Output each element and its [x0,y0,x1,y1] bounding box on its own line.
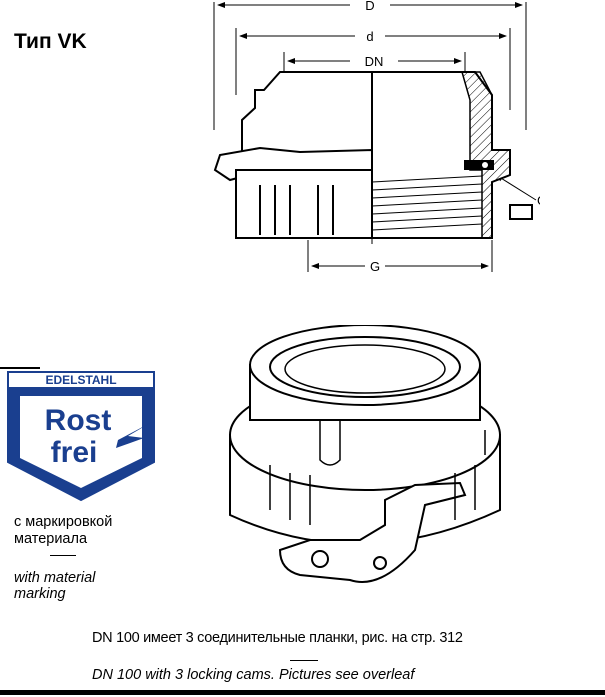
dim-label-D: D [365,0,374,13]
badge-frei: frei [51,436,98,469]
ribs [259,185,334,235]
badge-rost: Rost [45,404,112,437]
material-note-ru: с маркировкой материала [14,514,112,548]
caption-en: DN 100 with 3 locking cams. Pictures see… [92,667,415,683]
grip-tab [509,204,533,220]
bottom-rule [0,690,605,695]
badge-rule [0,367,40,369]
material-note-ru-line2: материала [14,531,88,547]
thread-lines [371,175,483,231]
caption-ru: DN 100 имеет 3 соединительные планки, ри… [92,630,463,646]
dim-label-G: G [370,259,380,274]
dim-label-GD: GD [537,193,540,208]
dimension-lines [213,2,537,272]
section-drawing: D d DN GD G [213,0,540,274]
badge-swoosh [116,422,152,448]
caption-separator [290,660,318,661]
page-title: Тип VK [14,30,87,53]
badge-edelstahl: EDELSTAHL [45,373,116,387]
dim-label-d: d [366,29,373,44]
rostfrei-badge: EDELSTAHL Rost frei [7,371,155,502]
dim-label-DN: DN [365,54,384,69]
note-separator [50,555,76,556]
material-note-en: with material marking [14,570,95,602]
coupling-illustration [229,325,501,583]
material-note-en-line1: with material [14,570,96,586]
seal-ring [464,160,494,170]
material-note-ru-line1: с маркировкой [14,514,113,530]
material-note-en-line2: marking [14,586,66,602]
